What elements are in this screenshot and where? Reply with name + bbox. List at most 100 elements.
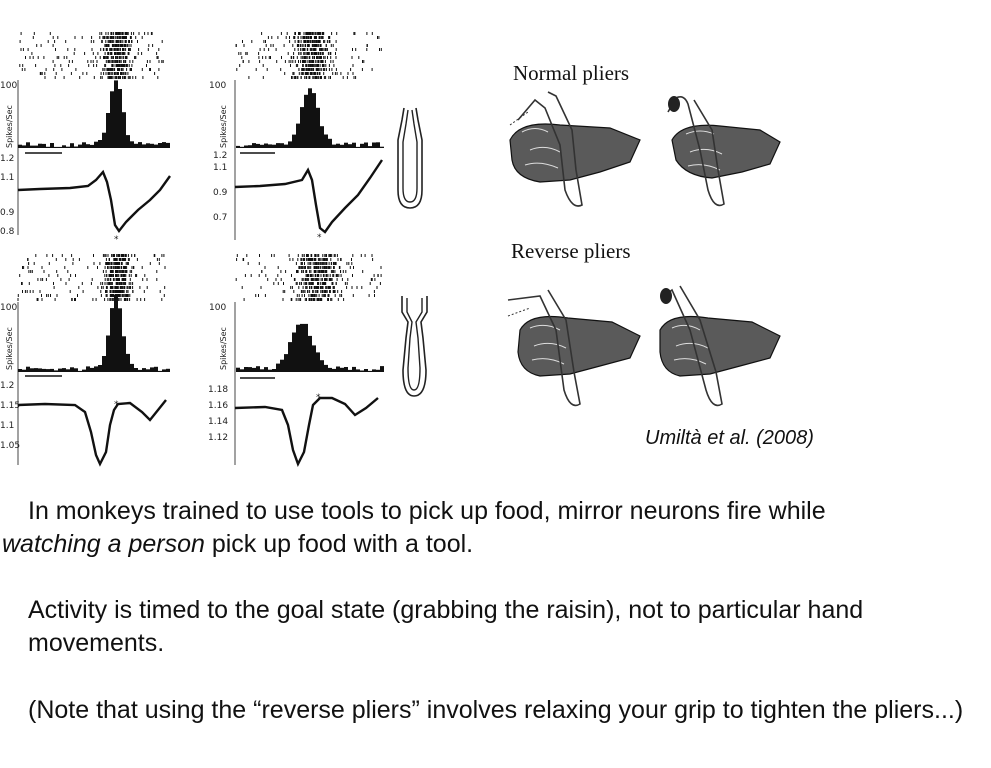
hand-with-reverse-pliers-open-icon <box>507 289 641 407</box>
histogram-bar <box>50 368 54 372</box>
tick-label: 1.1 <box>213 163 227 173</box>
histogram-bar <box>380 366 384 372</box>
tick-label: 1.2 <box>213 151 227 161</box>
histogram-bar <box>252 143 256 148</box>
histogram-bar <box>30 145 34 148</box>
histogram-bar <box>98 365 102 372</box>
paragraph-1: In monkeys trained to use tools to pick … <box>2 495 982 561</box>
histogram-bar <box>268 144 272 148</box>
hand-with-normal-pliers-closed-icon <box>667 96 781 207</box>
histogram-bar <box>288 141 292 148</box>
tick-label: 1.18 <box>208 385 228 395</box>
histogram-bar <box>54 370 58 372</box>
panel-bottom-left: 100 Spikes/Sec 1.2 1.15 1.1 1.05 * <box>0 254 170 467</box>
histogram-bar <box>90 144 94 148</box>
histogram-bar <box>276 143 280 148</box>
histogram-bar <box>38 368 42 372</box>
histogram-bar <box>272 369 276 372</box>
histogram-bar <box>300 323 304 372</box>
histogram-bar <box>102 132 106 148</box>
trace <box>234 396 379 468</box>
histogram-bar <box>78 370 82 372</box>
histogram-bar <box>272 144 276 148</box>
histogram-bar <box>284 354 288 372</box>
histogram-bar <box>114 80 118 148</box>
histogram-bar <box>308 335 312 372</box>
histogram-bar <box>166 142 170 148</box>
histogram-bar <box>34 368 38 372</box>
histogram <box>236 323 384 372</box>
raster <box>19 32 164 79</box>
histogram-bar <box>110 308 114 372</box>
histogram-bar <box>38 143 42 148</box>
histogram-bar <box>122 336 126 372</box>
paragraph-2: Activity is timed to the goal state (gra… <box>2 594 982 660</box>
hist-max-label: 100 <box>209 81 226 91</box>
histogram-bar <box>312 93 316 148</box>
histogram-bar <box>98 140 102 148</box>
histogram-bar <box>66 369 70 372</box>
raster <box>235 32 382 79</box>
histogram-bar <box>304 94 308 148</box>
histogram-bar <box>352 366 356 372</box>
histogram-bar <box>114 295 118 372</box>
histogram-bar <box>368 370 372 372</box>
trace <box>234 159 383 234</box>
raster <box>17 254 166 301</box>
histogram-bar <box>86 366 90 372</box>
reverse-pliers-outline-icon <box>401 296 428 397</box>
histogram-bar <box>268 369 272 372</box>
histogram-bar <box>288 342 292 372</box>
histogram-bar <box>360 143 364 148</box>
histogram-bar <box>26 142 30 148</box>
tick-label: 0.9 <box>0 208 15 218</box>
histogram-bar <box>150 143 154 148</box>
histogram-bar <box>62 368 66 372</box>
histogram-bar <box>332 144 336 148</box>
histogram-bar <box>248 145 252 148</box>
histogram-bar <box>324 134 328 148</box>
tick-label: 1.1 <box>0 173 14 183</box>
histogram-bar <box>348 369 352 372</box>
histogram <box>236 88 384 148</box>
histogram-bar <box>360 370 364 372</box>
reverse-pliers-label: Reverse pliers <box>511 239 631 263</box>
histogram-bar <box>372 369 376 372</box>
histogram-bar <box>256 366 260 372</box>
histogram-bar <box>154 144 158 148</box>
histogram-bar <box>320 360 324 372</box>
tick-label: 0.9 <box>213 188 228 198</box>
histogram-bar <box>66 146 70 148</box>
raster <box>235 254 382 301</box>
histogram-bar <box>126 135 130 148</box>
hist-max-label: 100 <box>0 303 17 313</box>
histogram-bar <box>292 134 296 148</box>
histogram-bar <box>138 142 142 148</box>
histogram-bar <box>368 146 372 148</box>
trace <box>17 169 171 234</box>
histogram-bar <box>356 146 360 148</box>
histogram-bar <box>118 89 122 148</box>
histogram-bar <box>244 145 248 148</box>
histogram-bar <box>46 369 50 372</box>
histogram-bar <box>34 145 38 148</box>
histogram-bar <box>328 367 332 372</box>
tick-label: 1.15 <box>0 401 20 411</box>
histogram-bar <box>356 369 360 372</box>
tick-label: 1.1 <box>0 421 14 431</box>
event-marker: * <box>114 235 119 245</box>
histogram-bar <box>316 352 320 372</box>
histogram-bar <box>146 143 150 148</box>
histogram-bar <box>264 367 268 372</box>
histogram-bar <box>284 144 288 148</box>
histogram-bar <box>130 141 134 148</box>
histogram-bar <box>260 369 264 372</box>
histogram-bar <box>340 144 344 148</box>
histogram-bar <box>94 366 98 372</box>
histogram-bar <box>42 143 46 148</box>
event-marker: * <box>317 233 322 243</box>
histogram-bar <box>352 142 356 148</box>
y-axis-label: Spikes/Sec <box>219 105 228 148</box>
paragraph-2-text: Activity is timed to the goal state (gra… <box>28 596 864 657</box>
tick-label: 1.2 <box>0 381 14 391</box>
